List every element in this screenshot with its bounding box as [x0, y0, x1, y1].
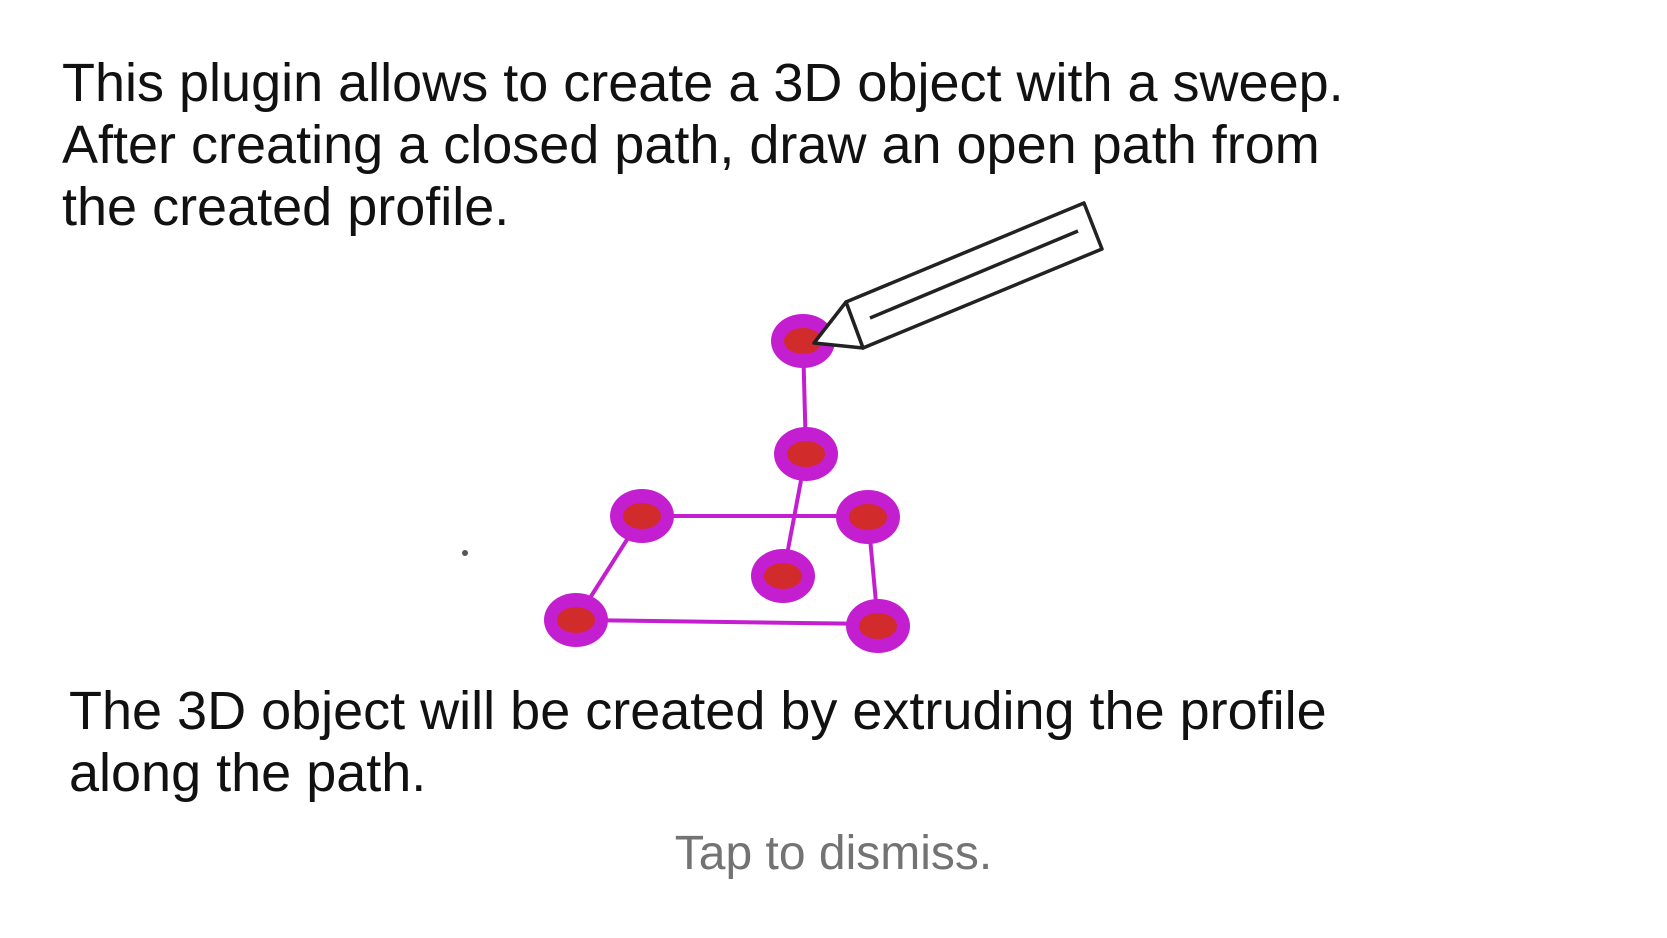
stray-dot	[462, 550, 468, 556]
path-node	[610, 489, 674, 543]
path-node	[774, 427, 838, 481]
intro-line-2: After creating a closed path, draw an op…	[62, 115, 1320, 175]
pencil-icon	[812, 201, 1104, 350]
path-node	[751, 549, 815, 603]
path-node	[846, 599, 910, 653]
path-node	[771, 314, 835, 368]
result-line-1: The 3D object will be created by extrudi…	[69, 681, 1327, 741]
pencil-stripe	[869, 229, 1079, 320]
profile-edge	[575, 618, 879, 626]
path-nodes	[544, 314, 910, 653]
path-node	[836, 490, 900, 544]
result-line-2: along the path.	[69, 743, 427, 803]
path-lines	[574, 340, 880, 626]
dismiss-button[interactable]: Tap to dismiss.	[674, 827, 993, 880]
intro-line-1: This plugin allows to create a 3D object…	[62, 53, 1344, 113]
pencil-tip	[812, 300, 865, 350]
result-explanation: The 3D object will be created by extrudi…	[69, 680, 1509, 804]
intro-line-3: the created profile.	[62, 177, 510, 237]
intro-instructions: This plugin allows to create a 3D object…	[62, 52, 1502, 238]
path-node	[544, 593, 608, 647]
